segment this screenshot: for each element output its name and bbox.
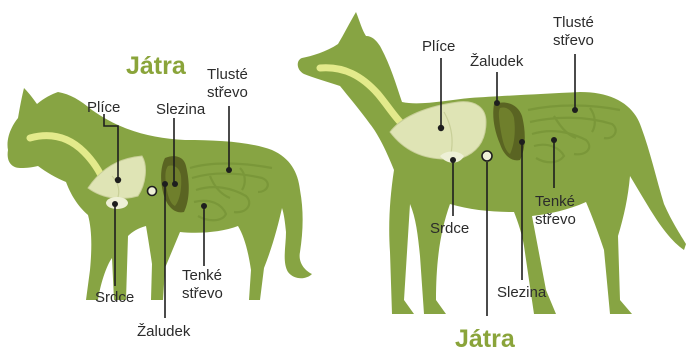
dog-jatra-marker bbox=[482, 151, 492, 161]
dog-label-plice: Plíce bbox=[422, 38, 455, 55]
dog-srdce-dot bbox=[450, 157, 456, 163]
cat-zaludek-dot bbox=[162, 181, 168, 187]
cat-figure: Játra Plíce Slezina Tlusté střevo Srdce … bbox=[7, 52, 312, 340]
dog-label-zaludek: Žaludek bbox=[470, 53, 524, 70]
cat-label-zaludek: Žaludek bbox=[137, 323, 191, 340]
dog-tenke-dot bbox=[551, 137, 557, 143]
cat-label-tluste-1: Tlusté bbox=[207, 66, 248, 83]
dog-label-jatra: Játra bbox=[455, 325, 516, 350]
dog-label-tluste-1: Tlusté bbox=[553, 14, 594, 31]
cat-label-tluste-2: střevo bbox=[207, 84, 248, 101]
dog-figure: Plíce Žaludek Tlusté střevo Srdce Tenké … bbox=[298, 12, 686, 350]
dog-plice-dot bbox=[438, 125, 444, 131]
cat-tenke-dot bbox=[201, 203, 207, 209]
dog-label-tenke-1: Tenké bbox=[535, 193, 575, 210]
cat-silhouette bbox=[7, 88, 312, 300]
cat-plice-dot bbox=[115, 177, 121, 183]
cat-label-srdce: Srdce bbox=[95, 289, 134, 306]
dog-slezina-dot bbox=[519, 139, 525, 145]
dog-tluste-dot bbox=[572, 107, 578, 113]
cat-label-tenke-1: Tenké bbox=[182, 267, 222, 284]
dog-label-tenke-2: střevo bbox=[535, 211, 576, 228]
dog-label-slezina: Slezina bbox=[497, 284, 547, 301]
cat-label-plice: Plíce bbox=[87, 99, 120, 116]
cat-slezina-dot bbox=[172, 181, 178, 187]
dog-label-srdce: Srdce bbox=[430, 220, 469, 237]
cat-srdce-dot bbox=[112, 201, 118, 207]
cat-tluste-dot bbox=[226, 167, 232, 173]
cat-label-slezina: Slezina bbox=[156, 101, 206, 118]
cat-label-jatra: Játra bbox=[126, 52, 187, 80]
cat-jatra-marker bbox=[148, 187, 157, 196]
dog-label-tluste-2: střevo bbox=[553, 32, 594, 49]
cat-label-tenke-2: střevo bbox=[182, 285, 223, 302]
dog-zaludek-dot bbox=[494, 100, 500, 106]
